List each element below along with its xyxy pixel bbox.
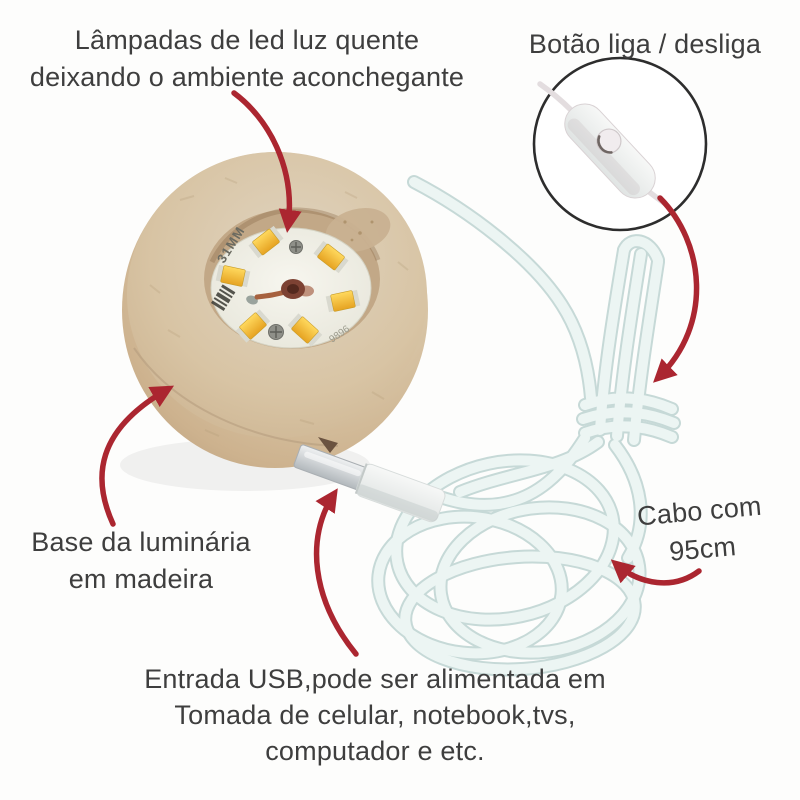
label-power-switch-text: Botão liga / desliga: [528, 29, 762, 59]
label-cable-length: Cabo com 95cm: [613, 485, 789, 576]
annotation-arrow-usb: [313, 488, 359, 657]
led-pcb: 31MM 9896: [210, 224, 372, 349]
annotation-arrow-cable: [610, 559, 702, 586]
pcb-barcode-marking: [211, 284, 236, 311]
annotation-arrows: [99, 90, 702, 657]
label-led-feature: Lâmpadas de led luz quente deixando o am…: [2, 22, 492, 96]
usb-exit-notch: [318, 437, 338, 453]
label-led-line1: Lâmpadas de led luz quente: [74, 25, 420, 55]
led-chips: [215, 225, 361, 347]
label-wood-base: Base da luminária em madeira: [11, 524, 271, 598]
annotation-arrow-led: [231, 90, 302, 233]
switch-rocker: [596, 128, 622, 154]
label-usb-input-line2: Tomada de celular, notebook,tvs,: [174, 700, 576, 730]
label-usb-input-line1: Entrada USB,pode ser alimentada em: [144, 664, 606, 694]
label-led-line2: deixando o ambiente aconchegante: [29, 62, 465, 92]
switch-magnifier-circle: [532, 56, 708, 232]
label-usb-input: Entrada USB,pode ser alimentada em Tomad…: [75, 661, 675, 769]
wood-rough-patch: [325, 207, 391, 253]
label-wood-base-line1: Base da luminária: [31, 527, 251, 557]
annotation-arrow-base: [99, 385, 175, 527]
usb-connector: [293, 444, 446, 523]
label-wood-base-line2: em madeira: [68, 564, 214, 594]
label-usb-input-line3: computador e etc.: [265, 736, 485, 766]
annotation-arrow-switch: [653, 195, 700, 383]
label-power-switch: Botão liga / desliga: [505, 26, 785, 63]
